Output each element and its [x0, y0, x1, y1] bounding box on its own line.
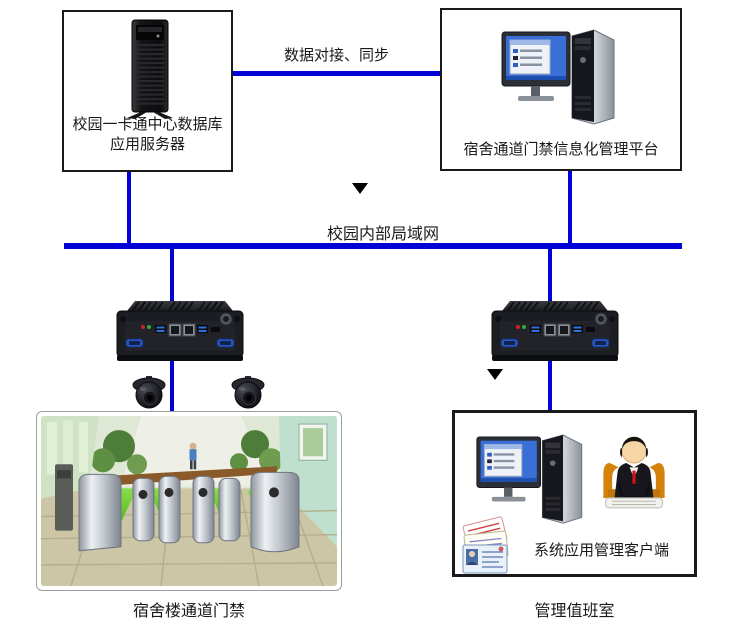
- tower-server-icon: [127, 19, 173, 119]
- server-label-line1: 校园一卡通中心数据库: [72, 116, 223, 133]
- platform-to-lan-line: [568, 171, 572, 244]
- dome-camera-icon: [132, 376, 166, 409]
- lan-bus-line: [64, 243, 682, 249]
- platform-node-box: 宿舍通道门禁信息化管理平台: [440, 8, 682, 171]
- desktop-computer-icon: [501, 29, 615, 125]
- desktop-computer-icon: [476, 434, 583, 524]
- operator-at-desk-icon: [603, 436, 665, 509]
- down-arrow-icon: [352, 183, 368, 194]
- server-to-lan-line: [127, 172, 131, 244]
- server-node-box: 校园一卡通中心数据库 应用服务器: [62, 10, 233, 172]
- duty-room-caption: 管理值班室: [534, 603, 615, 620]
- client-node-box: 系统应用管理客户端: [452, 410, 697, 577]
- sync-connection-line: [233, 71, 440, 76]
- platform-node-label: 宿舍通道门禁信息化管理平台: [463, 140, 659, 158]
- access-controller-icon: [491, 301, 619, 361]
- lan-label: 校园内部局域网: [326, 226, 439, 243]
- turnstile-photo-scene: [41, 416, 337, 586]
- access-controller-icon: [116, 301, 244, 361]
- id-cards-icon: [462, 516, 509, 574]
- server-label-line2: 应用服务器: [109, 135, 185, 153]
- client-node-label: 系统应用管理客户端: [533, 541, 669, 559]
- sync-link-label: 数据对接、同步: [283, 47, 389, 64]
- down-arrow-icon: [487, 369, 503, 380]
- turnstile-gate-photo: [36, 411, 342, 591]
- server-node-label: 校园一卡通中心数据库 应用服务器: [64, 115, 231, 154]
- dome-camera-icon: [231, 376, 265, 409]
- turnstile-caption: 宿舍楼通道门禁: [132, 603, 245, 620]
